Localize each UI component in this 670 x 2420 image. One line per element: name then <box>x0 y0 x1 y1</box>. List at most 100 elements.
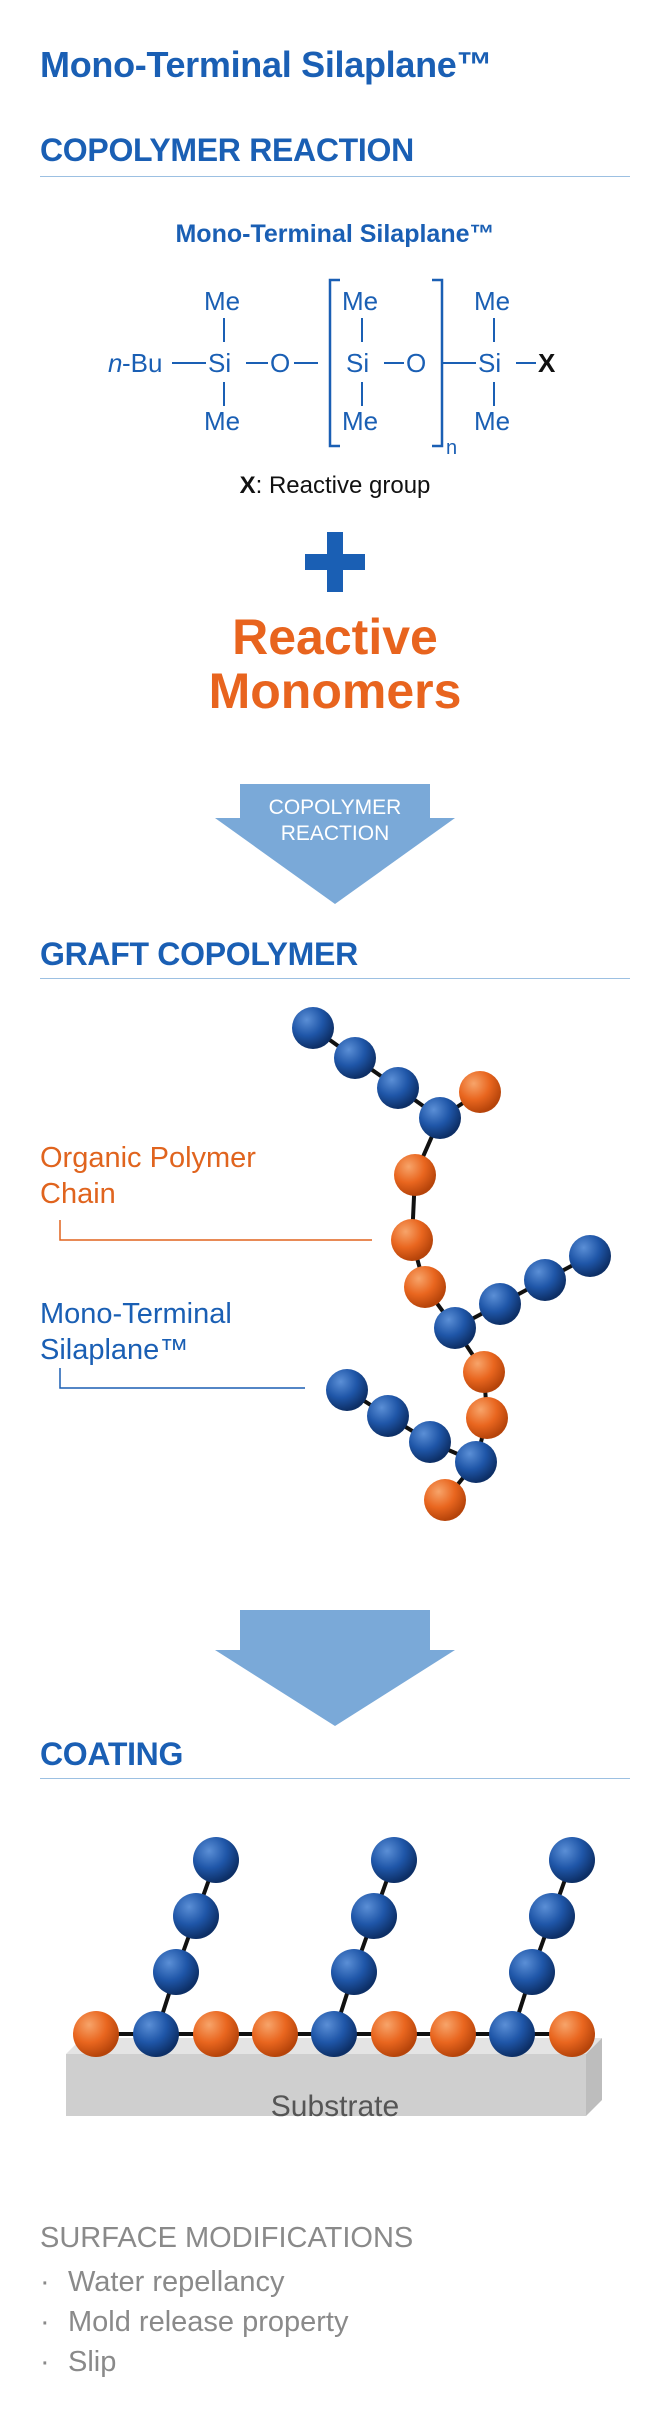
bullet-icon: · <box>40 2306 50 2338</box>
blue-bead <box>529 1893 575 1939</box>
x-group: X <box>538 348 556 378</box>
bullet-icon: · <box>40 2266 50 2298</box>
reactive-group-key: X <box>239 472 256 499</box>
me-group: Me <box>204 286 240 316</box>
blue-bead <box>292 1007 334 1049</box>
list-item: · Water repellancy <box>40 2262 348 2302</box>
mono-terminal-label-line1: Mono-Terminal <box>40 1298 232 1330</box>
organic-polymer-label-line1: Organic Polymer <box>40 1142 256 1174</box>
si-atom: Si <box>478 348 501 378</box>
down-arrow-icon <box>215 784 455 904</box>
arrow-label-line1: COPOLYMER <box>268 796 402 819</box>
blue-bead <box>173 1893 219 1939</box>
blue-bead <box>133 2011 179 2057</box>
si-atom: Si <box>346 348 369 378</box>
blue-bead-group <box>292 1007 611 1483</box>
orange-bead <box>549 2011 595 2057</box>
bond <box>453 1254 592 1330</box>
orange-bead <box>193 2011 239 2057</box>
blue-bead <box>371 1837 417 1883</box>
surface-modifications-list: · Water repellancy · Mold release property… <box>40 2262 348 2382</box>
blue-bead <box>489 2011 535 2057</box>
section-heading-graft-copolymer: GRAFT COPOLYMER <box>40 936 358 972</box>
plus-icon <box>305 532 365 592</box>
orange-bead <box>430 2011 476 2057</box>
orange-bead <box>463 1351 505 1393</box>
structure-subtitle: Mono-Terminal Silaplane™ <box>175 220 495 248</box>
section-divider <box>40 978 630 979</box>
me-group: Me <box>342 286 378 316</box>
surface-modifications-title: SURFACE MODIFICATIONS <box>40 2222 414 2254</box>
page-title: Mono-Terminal Silaplane™ <box>40 44 493 85</box>
blue-bead <box>549 1837 595 1883</box>
blue-bead <box>434 1307 476 1349</box>
blue-bead <box>331 1949 377 1995</box>
bond <box>332 1859 396 2035</box>
orange-bead <box>459 1071 501 1113</box>
me-group: Me <box>204 406 240 436</box>
orange-bead <box>404 1266 446 1308</box>
blue-bead <box>153 1949 199 1995</box>
section-heading-copolymer-reaction: COPOLYMER REACTION <box>40 132 414 168</box>
organic-polymer-label: Organic Polymer Chain <box>40 1140 256 1212</box>
organic-polymer-label-line2: Chain <box>40 1178 116 1210</box>
blue-bead <box>524 1259 566 1301</box>
list-item: · Slip <box>40 2342 348 2382</box>
section-divider <box>40 1778 630 1779</box>
blue-bead <box>569 1235 611 1277</box>
organic-polymer-leader-line <box>59 1220 372 1241</box>
blue-bead <box>367 1395 409 1437</box>
blue-bead <box>479 1283 521 1325</box>
blue-bead <box>311 2011 357 2057</box>
arrow-label-line2: REACTION <box>280 822 390 845</box>
repeat-subscript: n <box>446 437 457 459</box>
substrate-label: Substrate <box>270 2090 400 2123</box>
bu-group: -Bu <box>122 348 162 378</box>
reactive-monomers-line1: Reactive <box>232 609 438 665</box>
blue-bead <box>509 1949 555 1995</box>
bond <box>345 1388 478 1464</box>
orange-bead <box>252 2011 298 2057</box>
n-prefix: n <box>108 348 122 378</box>
mono-terminal-label-line2: Silaplane™ <box>40 1334 189 1366</box>
section-heading-coating: COATING <box>40 1736 184 1772</box>
graft-copolymer-diagram <box>59 1007 611 1521</box>
blue-bead <box>334 1037 376 1079</box>
mono-terminal-label: Mono-Terminal Silaplane™ <box>40 1296 232 1368</box>
bullet-icon: · <box>40 2346 50 2378</box>
orange-bead-group <box>391 1071 508 1521</box>
me-group: Me <box>474 406 510 436</box>
blue-bead <box>419 1097 461 1139</box>
o-atom: O <box>406 348 426 378</box>
orange-bead <box>391 1219 433 1261</box>
o-atom: O <box>270 348 290 378</box>
reactive-monomers-line2: Monomers <box>208 663 462 719</box>
me-group: Me <box>474 286 510 316</box>
orange-bead <box>466 1397 508 1439</box>
orange-bead <box>394 1154 436 1196</box>
blue-bead <box>326 1369 368 1411</box>
section-divider <box>40 176 630 177</box>
bond <box>510 1859 574 2035</box>
down-arrow-icon <box>215 1610 455 1726</box>
coating-diagram <box>66 1837 602 2116</box>
list-item-text: Water repellancy <box>68 2266 285 2298</box>
bracket-right <box>432 278 444 448</box>
si-atom: Si <box>208 348 231 378</box>
bond <box>154 1859 218 2035</box>
list-item-text: Mold release property <box>68 2306 349 2338</box>
blue-bead <box>409 1421 451 1463</box>
bracket-left <box>328 278 340 448</box>
list-item-text: Slip <box>68 2346 117 2378</box>
list-item: · Mold release property <box>40 2302 348 2342</box>
orange-bead <box>371 2011 417 2057</box>
blue-bead <box>351 1893 397 1939</box>
reactive-group-legend: X: Reactive group <box>0 472 670 500</box>
mono-terminal-leader-line <box>59 1368 305 1389</box>
chemical-structure-diagram: n -Bu Si Me Me O Si Me Me O n Si Me Me <box>108 278 556 459</box>
blue-bead <box>455 1441 497 1483</box>
orange-bead <box>73 2011 119 2057</box>
me-group: Me <box>342 406 378 436</box>
blue-bead <box>193 1837 239 1883</box>
reactive-group-text: : Reactive group <box>255 472 431 499</box>
